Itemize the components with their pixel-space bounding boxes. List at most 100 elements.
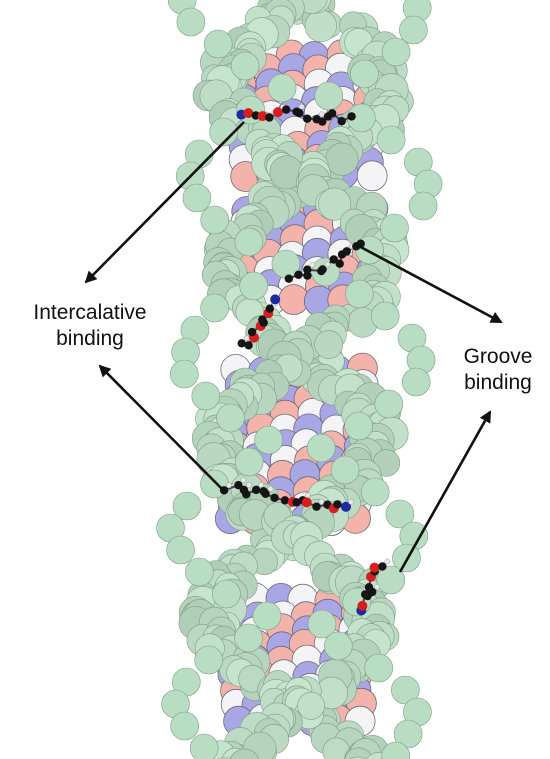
backbone-atom bbox=[229, 748, 260, 759]
ligand-atom bbox=[337, 117, 346, 126]
backbone-atom bbox=[381, 741, 411, 759]
backbone-atom bbox=[200, 293, 229, 323]
backbone-atom bbox=[216, 403, 245, 433]
backbone-atom bbox=[254, 425, 283, 455]
backbone-atom bbox=[209, 117, 238, 147]
backbone-atom bbox=[203, 29, 233, 59]
ligand-atom bbox=[243, 108, 254, 119]
backbone-atom bbox=[370, 301, 400, 331]
ligand-atom bbox=[324, 261, 331, 268]
backbone-atom bbox=[390, 675, 420, 705]
groove-label-line1: Groove bbox=[463, 345, 533, 368]
backbone-atom bbox=[360, 477, 390, 507]
ligand-atom bbox=[226, 482, 232, 489]
backbone-atom bbox=[401, 367, 431, 397]
ligand-atom bbox=[282, 105, 291, 114]
backbone-atom bbox=[393, 719, 423, 749]
backbone-atom bbox=[185, 557, 214, 587]
ligand-atom bbox=[251, 485, 261, 495]
ligand-atom bbox=[244, 341, 253, 350]
backbone-atom bbox=[234, 447, 264, 477]
backbone-atom bbox=[344, 747, 373, 759]
ligand-atom bbox=[318, 111, 325, 118]
arrow-intercalative-top bbox=[84, 121, 245, 284]
ligand-atom bbox=[378, 562, 387, 571]
arrow-layer bbox=[84, 121, 503, 573]
backbone-atom bbox=[267, 73, 297, 103]
backbone-atom bbox=[176, 7, 206, 37]
ligand-atom bbox=[237, 339, 246, 348]
ligand-atom bbox=[328, 109, 337, 118]
ligand-atom bbox=[270, 294, 281, 305]
backbone-atom bbox=[234, 623, 263, 653]
backbone-atom bbox=[170, 359, 199, 389]
ligand-atom bbox=[234, 481, 243, 490]
ligand-atom bbox=[384, 558, 391, 565]
backbone-atom bbox=[314, 81, 344, 111]
arrow-groove-top bbox=[354, 242, 503, 324]
ligand-atom bbox=[240, 477, 247, 484]
backbone-atom bbox=[318, 187, 352, 221]
backbone-atom bbox=[304, 9, 337, 42]
intercalative-label-line1: Intercalative bbox=[33, 301, 147, 324]
ligand-atom bbox=[246, 482, 252, 488]
ligand-atom bbox=[364, 583, 374, 592]
backbone-atom bbox=[364, 653, 394, 683]
backbone-atom bbox=[182, 183, 212, 213]
backbone-atom bbox=[191, 381, 221, 411]
backbone-atom bbox=[325, 142, 359, 176]
ligand-atom bbox=[267, 485, 274, 492]
ligand-atom bbox=[294, 270, 303, 279]
ligand-atom bbox=[374, 584, 381, 590]
backbone-atom bbox=[200, 205, 229, 235]
ligand-atom bbox=[329, 255, 338, 264]
backbone-atom bbox=[212, 579, 241, 609]
ligand-atom bbox=[273, 107, 283, 118]
ligand-atom bbox=[284, 274, 293, 283]
backbone-atom bbox=[194, 645, 223, 675]
backbone-atom bbox=[172, 491, 202, 521]
base-atom bbox=[356, 160, 388, 192]
ligand-atom bbox=[309, 261, 316, 268]
backbone-atom bbox=[166, 535, 195, 565]
backbone-atom bbox=[350, 59, 379, 89]
ligand-atom bbox=[369, 562, 380, 573]
backbone-atom bbox=[376, 125, 406, 155]
ligand-atom bbox=[247, 327, 257, 337]
ligand-atom bbox=[318, 117, 327, 126]
sugar-phosphate-backbone bbox=[156, 0, 443, 759]
backbone-atom bbox=[344, 411, 374, 441]
backbone-atom bbox=[170, 711, 199, 741]
ligand-atom bbox=[312, 502, 321, 511]
ligand-atom bbox=[258, 482, 264, 488]
backbone-atom bbox=[306, 433, 336, 463]
ligand-atom bbox=[303, 271, 312, 280]
ligand-atom bbox=[357, 600, 368, 611]
arrow-groove-bottom bbox=[398, 410, 492, 573]
ligand-atom bbox=[265, 113, 274, 122]
ligand-atom bbox=[303, 265, 312, 274]
ligand-atom bbox=[270, 493, 279, 502]
bound-ligand-molecules bbox=[219, 103, 391, 616]
ligand-atom bbox=[333, 500, 342, 509]
backbone-atom bbox=[344, 279, 374, 309]
ligand-atom bbox=[348, 498, 354, 505]
ligand-atom bbox=[265, 304, 274, 313]
backbone-atom bbox=[408, 191, 438, 221]
backbone-atom bbox=[307, 609, 337, 639]
intercalative-label-line2: binding bbox=[56, 327, 124, 350]
ligand-atom bbox=[335, 259, 344, 268]
ligand-atom bbox=[280, 496, 290, 505]
backbone-atom bbox=[380, 213, 409, 243]
ligand-atom bbox=[318, 498, 325, 505]
ligand-atom bbox=[341, 501, 351, 512]
ligand-atom bbox=[258, 315, 267, 324]
backbone-atom bbox=[376, 565, 406, 595]
backbone-atom bbox=[230, 51, 260, 81]
ligand-atom bbox=[301, 497, 312, 508]
intercalative-binding-label: Intercalative binding bbox=[2, 300, 178, 352]
ligand-atom bbox=[298, 103, 305, 110]
groove-label-line2: binding bbox=[464, 371, 532, 394]
